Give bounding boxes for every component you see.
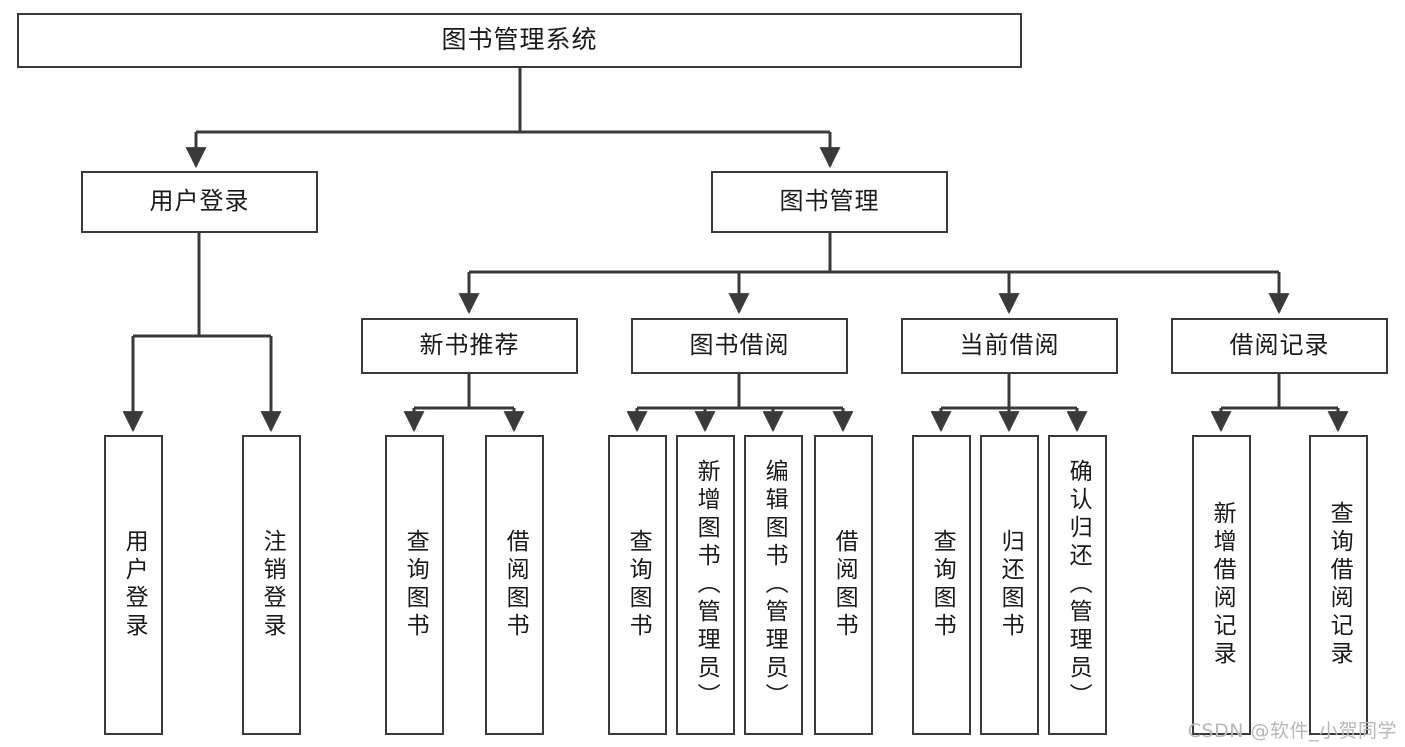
leaf-query-borrow-record[interactable]: 查询借阅记录 [1309,435,1368,735]
leaf-logout[interactable]: 注销登录 [242,435,301,735]
leaf-query-book-2-label: 查询图书 [625,529,652,641]
node-current-borrow[interactable]: 当前借阅 [901,318,1118,374]
node-user-login[interactable]: 用户登录 [81,171,318,233]
node-user-login-label: 用户登录 [149,187,250,216]
leaf-borrow-book-2[interactable]: 借阅图书 [814,435,873,735]
leaf-confirm-return[interactable]: 确认归还（管理员） [1048,435,1107,735]
leaf-return-book-label: 归还图书 [997,529,1024,641]
leaf-logout-label: 注销登录 [259,529,286,641]
leaf-user-login[interactable]: 用户登录 [104,435,163,735]
node-current-borrow-label: 当前借阅 [959,331,1060,360]
leaf-add-book[interactable]: 新增图书（管理员） [676,435,735,735]
node-book-manage[interactable]: 图书管理 [711,171,948,233]
node-root[interactable]: 图书管理系统 [17,13,1022,68]
leaf-query-book-3-label: 查询图书 [929,529,956,641]
leaf-add-borrow-record-label: 新增借阅记录 [1209,501,1236,669]
node-borrow-record-label: 借阅记录 [1229,331,1330,360]
leaf-borrow-book-2-label: 借阅图书 [831,529,858,641]
leaf-query-borrow-record-label: 查询借阅记录 [1326,501,1353,669]
leaf-return-book[interactable]: 归还图书 [980,435,1039,735]
leaf-query-book-3[interactable]: 查询图书 [912,435,971,735]
leaf-edit-book-label: 编辑图书（管理员） [761,459,788,711]
leaf-user-login-label: 用户登录 [121,529,148,641]
leaf-add-book-label: 新增图书（管理员） [693,459,720,711]
leaf-confirm-return-label: 确认归还（管理员） [1065,459,1092,711]
node-new-book-recommendation[interactable]: 新书推荐 [361,318,578,374]
leaf-add-borrow-record[interactable]: 新增借阅记录 [1192,435,1251,735]
leaf-query-book-1[interactable]: 查询图书 [385,435,444,735]
node-borrow-record[interactable]: 借阅记录 [1171,318,1388,374]
node-book-borrow[interactable]: 图书借阅 [631,318,848,374]
node-book-borrow-label: 图书借阅 [689,331,790,360]
node-root-label: 图书管理系统 [441,25,598,55]
leaf-borrow-book-1-label: 借阅图书 [502,529,529,641]
leaf-edit-book[interactable]: 编辑图书（管理员） [744,435,803,735]
leaf-borrow-book-1[interactable]: 借阅图书 [485,435,544,735]
leaf-query-book-1-label: 查询图书 [402,529,429,641]
node-new-book-recommendation-label: 新书推荐 [419,331,520,360]
node-book-manage-label: 图书管理 [779,187,880,216]
leaf-query-book-2[interactable]: 查询图书 [608,435,667,735]
